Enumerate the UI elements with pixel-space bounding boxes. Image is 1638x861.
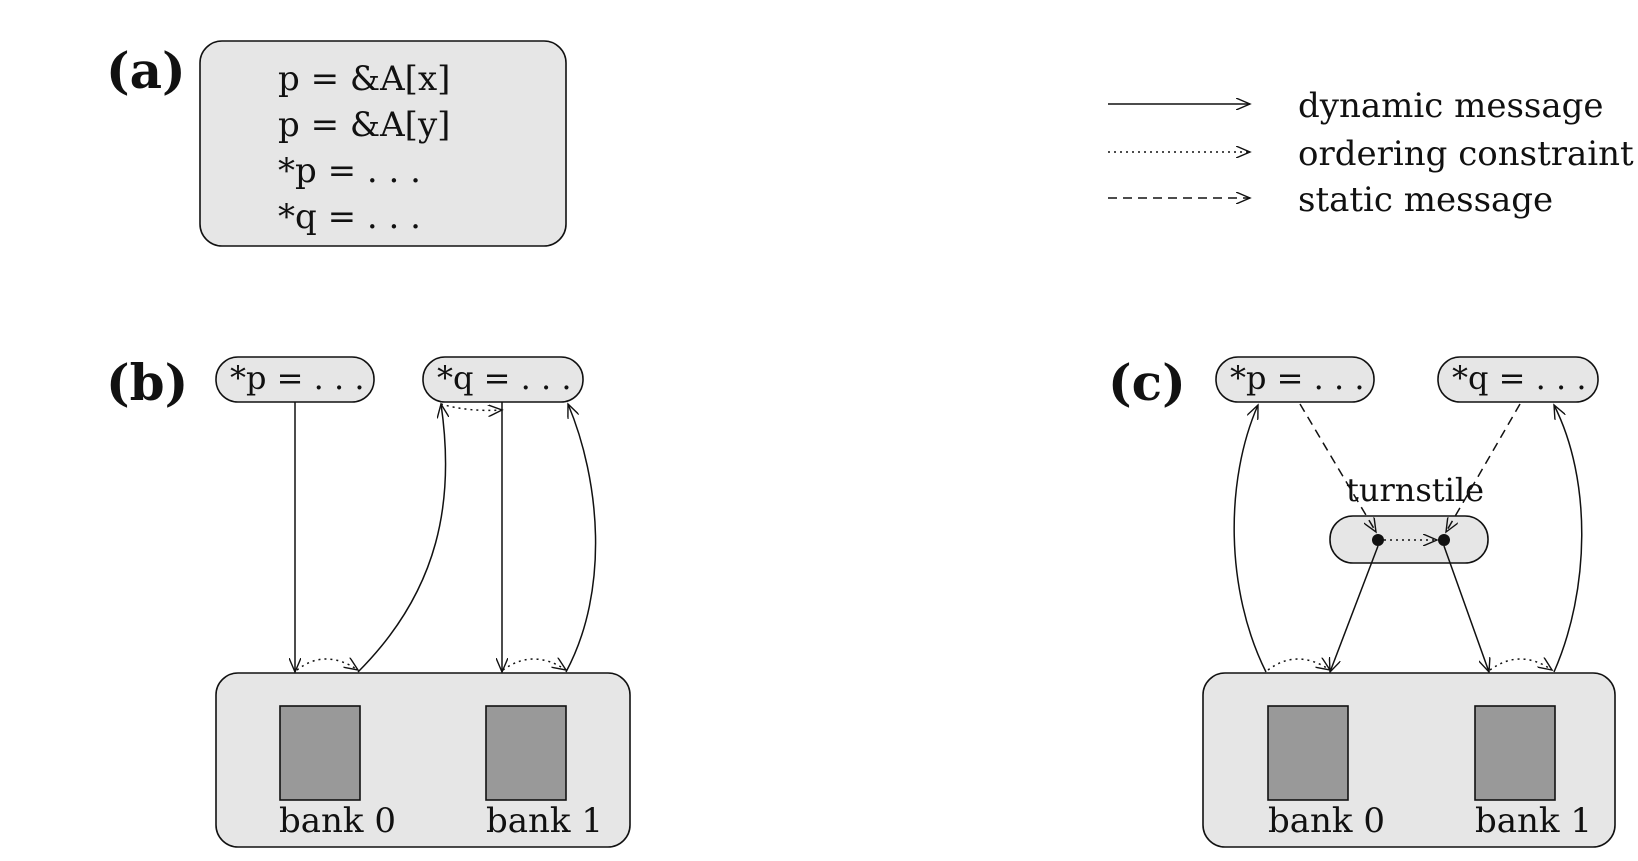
arrow-turnstile-to-bank1 <box>1443 545 1489 672</box>
static-q-to-turnstile <box>1446 403 1521 532</box>
bank0-label-c: bank 0 <box>1268 801 1385 841</box>
legend-dynamic-label: dynamic message <box>1298 86 1604 126</box>
static-p-to-turnstile <box>1299 403 1376 532</box>
node-q-c <box>1437 356 1599 403</box>
ordering-bank0-c <box>1267 659 1330 670</box>
legend-static-label: static message <box>1298 180 1553 220</box>
bank1-label-c: bank 1 <box>1475 801 1592 841</box>
bank1-rect-c <box>1474 705 1556 801</box>
arrow-bank1-to-q-b <box>565 404 597 673</box>
panel-c: (c) *p = . . . *q = . . . turnstile bank… <box>1108 353 1616 848</box>
turnstile-dot-left <box>1372 534 1384 546</box>
bank1-label-b: bank 1 <box>486 801 603 841</box>
bank0-rect-b <box>279 705 361 801</box>
ordering-bank1-b <box>502 659 566 670</box>
arrow-bank0-to-q-b <box>357 404 446 673</box>
bank0-rect-c <box>1267 705 1349 801</box>
arrow-bank0-to-p-c <box>1233 405 1267 673</box>
node-q-b-label: *q = . . . <box>437 359 572 397</box>
bank1-rect-b <box>485 705 567 801</box>
node-p-b-label: *p = . . . <box>230 359 365 397</box>
node-p-c <box>1215 356 1375 403</box>
arrow-bank1-to-q-c <box>1554 405 1583 673</box>
node-q-c-label: *q = . . . <box>1452 359 1587 397</box>
panel-b-label: (b) <box>106 353 188 412</box>
code-line-1: p = &A[x] <box>278 59 450 99</box>
node-p-c-label: *p = . . . <box>1230 359 1365 397</box>
code-line-2: p = &A[y] <box>278 105 450 145</box>
code-line-3: *p = . . . <box>278 151 421 191</box>
node-q-b <box>422 356 584 403</box>
bank0-label-b: bank 0 <box>279 801 396 841</box>
ordering-bank1-c <box>1489 659 1552 670</box>
panel-c-label: (c) <box>1108 353 1186 412</box>
code-box <box>199 40 567 247</box>
ordering-q-b <box>440 403 502 410</box>
turnstile-label: turnstile <box>1346 471 1484 509</box>
panel-b: (b) *p = . . . *q = . . . bank 0 bank 1 <box>106 353 631 848</box>
turnstile-dot-right <box>1438 534 1450 546</box>
legend-ordering-label: ordering constraint <box>1298 134 1634 174</box>
legend: dynamic message ordering constraint stat… <box>1108 86 1634 220</box>
panel-a-label: (a) <box>106 41 186 100</box>
code-line-4: *q = . . . <box>278 197 421 237</box>
arrow-turnstile-to-bank0 <box>1330 545 1379 672</box>
ordering-bank0-b <box>296 659 358 670</box>
panel-a: (a) p = &A[x] p = &A[y] *p = . . . *q = … <box>106 40 567 247</box>
